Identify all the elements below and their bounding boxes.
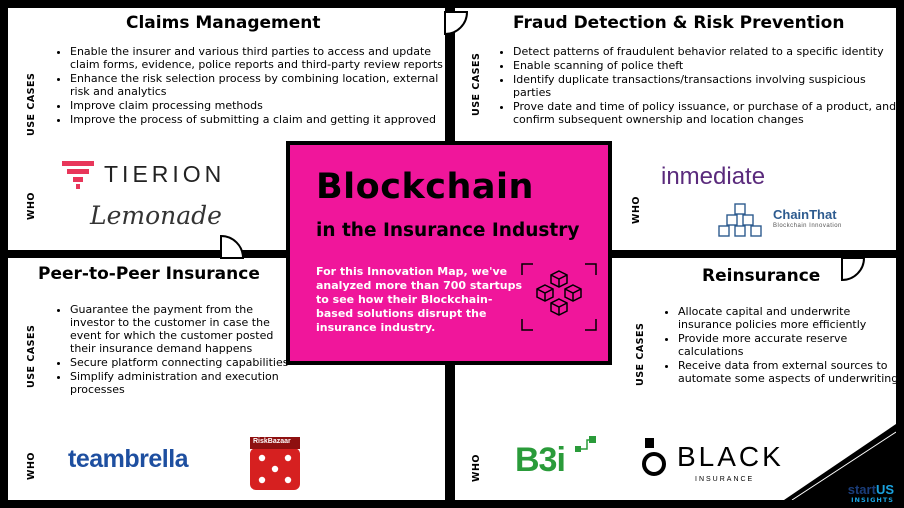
list-item: Guarantee the payment from the investor … xyxy=(70,303,296,355)
list-item: Provide more accurate reserve calculatio… xyxy=(678,332,900,358)
startus-logo: startUS xyxy=(844,482,894,497)
list-item: Secure platform connecting capabilities xyxy=(70,356,296,369)
list-item: Enable scanning of police theft xyxy=(513,59,904,72)
reinsurance-title: Reinsurance xyxy=(702,266,821,286)
powered-by-text: powered by xyxy=(844,475,894,484)
list-item: Detect patterns of fraudulent behavior r… xyxy=(513,45,904,58)
quadrant-claims-management: Claims Management USE CASES Enable the i… xyxy=(8,8,445,250)
list-item: Enhance the risk selection process by co… xyxy=(70,72,455,98)
center-panel: Blockchain in the Insurance Industry For… xyxy=(286,141,612,365)
list-item: Identify duplicate transactions/transact… xyxy=(513,73,904,99)
chainthat-cubes-icon xyxy=(718,203,762,237)
list-item: Receive data from external sources to au… xyxy=(678,359,900,385)
black-insurance-text: INSURANCE xyxy=(695,476,755,483)
chainthat-logo-text: ChainThat xyxy=(773,207,837,222)
fraud-title: Fraud Detection & Risk Prevention xyxy=(513,13,845,33)
claims-title: Claims Management xyxy=(126,13,321,33)
tierion-logo-text: TIERION xyxy=(104,161,226,187)
center-title: Blockchain xyxy=(316,167,534,207)
list-item: Improve claim processing methods xyxy=(70,99,455,112)
startus-logo-us: US xyxy=(875,482,894,497)
riskbazaar-dice-icon xyxy=(250,437,300,490)
riskbazaar-logo-text: RiskBazaar xyxy=(253,438,291,445)
black-logo-icon xyxy=(642,438,666,476)
p2p-title: Peer-to-Peer Insurance xyxy=(38,264,260,284)
chainthat-tagline: Blockchain Innovation xyxy=(773,223,842,229)
list-item: Simplify administration and execution pr… xyxy=(70,370,296,396)
b3i-logo-text: B3i xyxy=(515,441,566,479)
claims-use-case-list: Enable the insurer and various third par… xyxy=(52,45,455,127)
startus-insights-text: INSIGHTS xyxy=(851,496,894,504)
center-subtitle: in the Insurance Industry xyxy=(316,220,580,241)
fraud-use-case-list: Detect patterns of fraudulent behavior r… xyxy=(495,45,904,127)
center-description: For this Innovation Map, we've analyzed … xyxy=(316,265,523,334)
p2p-use-case-list: Guarantee the payment from the investor … xyxy=(52,303,296,397)
teambrella-logo-text: teambrella xyxy=(68,445,189,473)
blockchain-cubes-icon xyxy=(521,263,597,331)
powered-by-badge: powered by startUS INSIGHTS xyxy=(844,475,894,504)
black-logo-text: BLACK xyxy=(677,441,784,472)
startus-logo-start: start xyxy=(847,482,876,497)
tierion-logo-icon xyxy=(62,161,94,189)
list-item: Enable the insurer and various third par… xyxy=(70,45,455,71)
inmediate-logo-text: inmediate xyxy=(661,163,766,190)
list-item: Improve the process of submitting a clai… xyxy=(70,113,455,126)
corner-accent xyxy=(784,424,896,500)
b3i-network-icon xyxy=(575,436,596,452)
list-item: Prove date and time of policy issuance, … xyxy=(513,100,904,126)
lemonade-logo-text: Lemonade xyxy=(90,201,222,230)
reinsurance-use-case-list: Allocate capital and underwrite insuranc… xyxy=(660,305,900,386)
list-item: Allocate capital and underwrite insuranc… xyxy=(678,305,900,331)
